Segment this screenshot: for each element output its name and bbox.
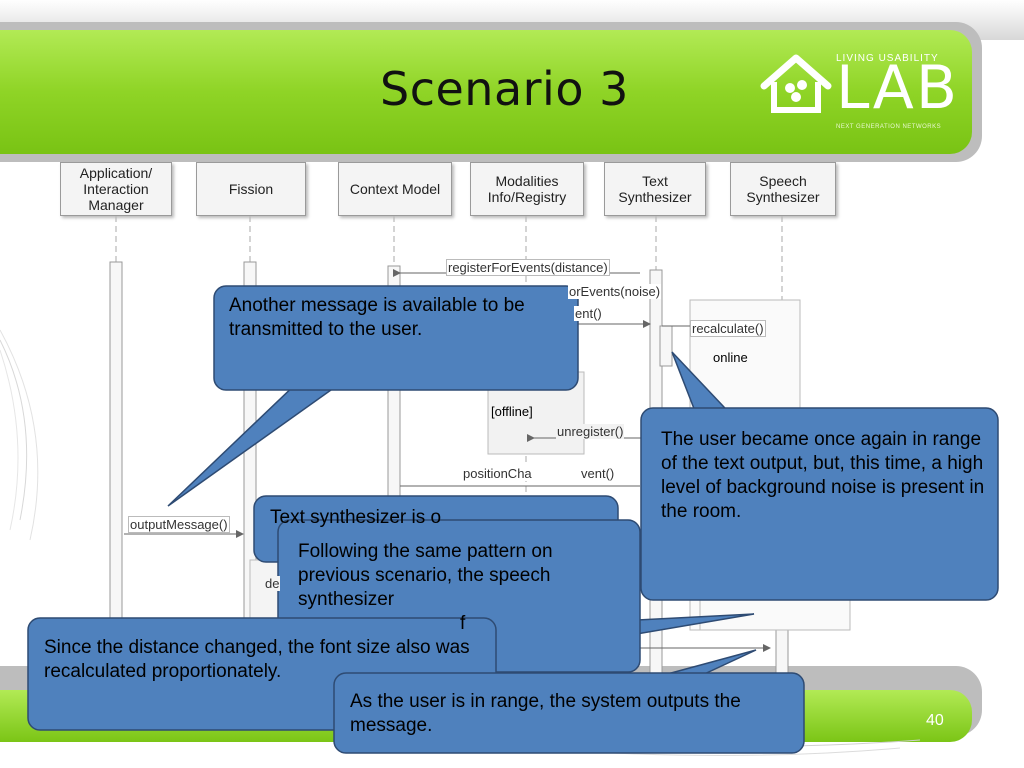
msg-event: ent() <box>574 306 603 321</box>
callout-box-user-range <box>640 407 999 601</box>
lifeline-header-app: Application/ Interaction Manager <box>60 162 172 216</box>
callout-text-synth: Text synthesizer is o <box>270 507 442 528</box>
logo-top-text: LIVING USABILITY <box>836 53 939 64</box>
msg-recalculate: recalculate() <box>690 320 766 337</box>
msg-position-changed: positionCha <box>462 466 533 481</box>
msg-register-noise: orEvents(noise) <box>568 284 662 299</box>
page-number: 40 <box>926 712 944 729</box>
msg-position-changed-tail: vent() <box>580 466 616 481</box>
lifeline-header-context: Context Model <box>338 162 452 216</box>
logo-bottom-text: NEXT GENERATION NETWORKS <box>836 124 942 130</box>
lifeline-header-modalities: Modalities Info/Registry <box>470 162 584 216</box>
callout-distance-changed: Since the distance changed, the font siz… <box>44 637 470 682</box>
callout-another-message: Another message is available to be trans… <box>229 295 525 340</box>
header-band <box>0 30 972 154</box>
callout-same-pattern: Following the same pattern on previous s… <box>298 541 553 610</box>
house-logo-icon <box>760 54 832 113</box>
msg-unregister: unregister() <box>556 424 625 439</box>
lifeline-header-speech: Speech Synthesizer <box>730 162 836 216</box>
callout-user-outputs: As the user is in range, the system outp… <box>350 691 741 736</box>
callout-box-another <box>213 285 579 391</box>
slide-title: Scenario 3 <box>380 62 629 116</box>
callout-pointer-outputs <box>659 649 757 677</box>
msg-register-distance: registerForEvents(distance) <box>446 259 610 276</box>
callout-same-pattern-tail: f <box>460 613 466 634</box>
msg-output-message: outputMessage() <box>128 516 230 533</box>
logo-lab-text: LAB <box>836 53 960 123</box>
activation-text-inner <box>659 325 673 367</box>
lifeline-header-text: Text Synthesizer <box>604 162 706 216</box>
msg-offline: [offline] <box>490 404 534 419</box>
msg-online: online <box>712 350 749 365</box>
callout-box-outputs <box>333 672 805 754</box>
msg-de: de <box>264 576 281 591</box>
callout-user-in-range: The user became once again in range of t… <box>661 429 985 522</box>
lifeline-header-fission: Fission <box>196 162 306 216</box>
